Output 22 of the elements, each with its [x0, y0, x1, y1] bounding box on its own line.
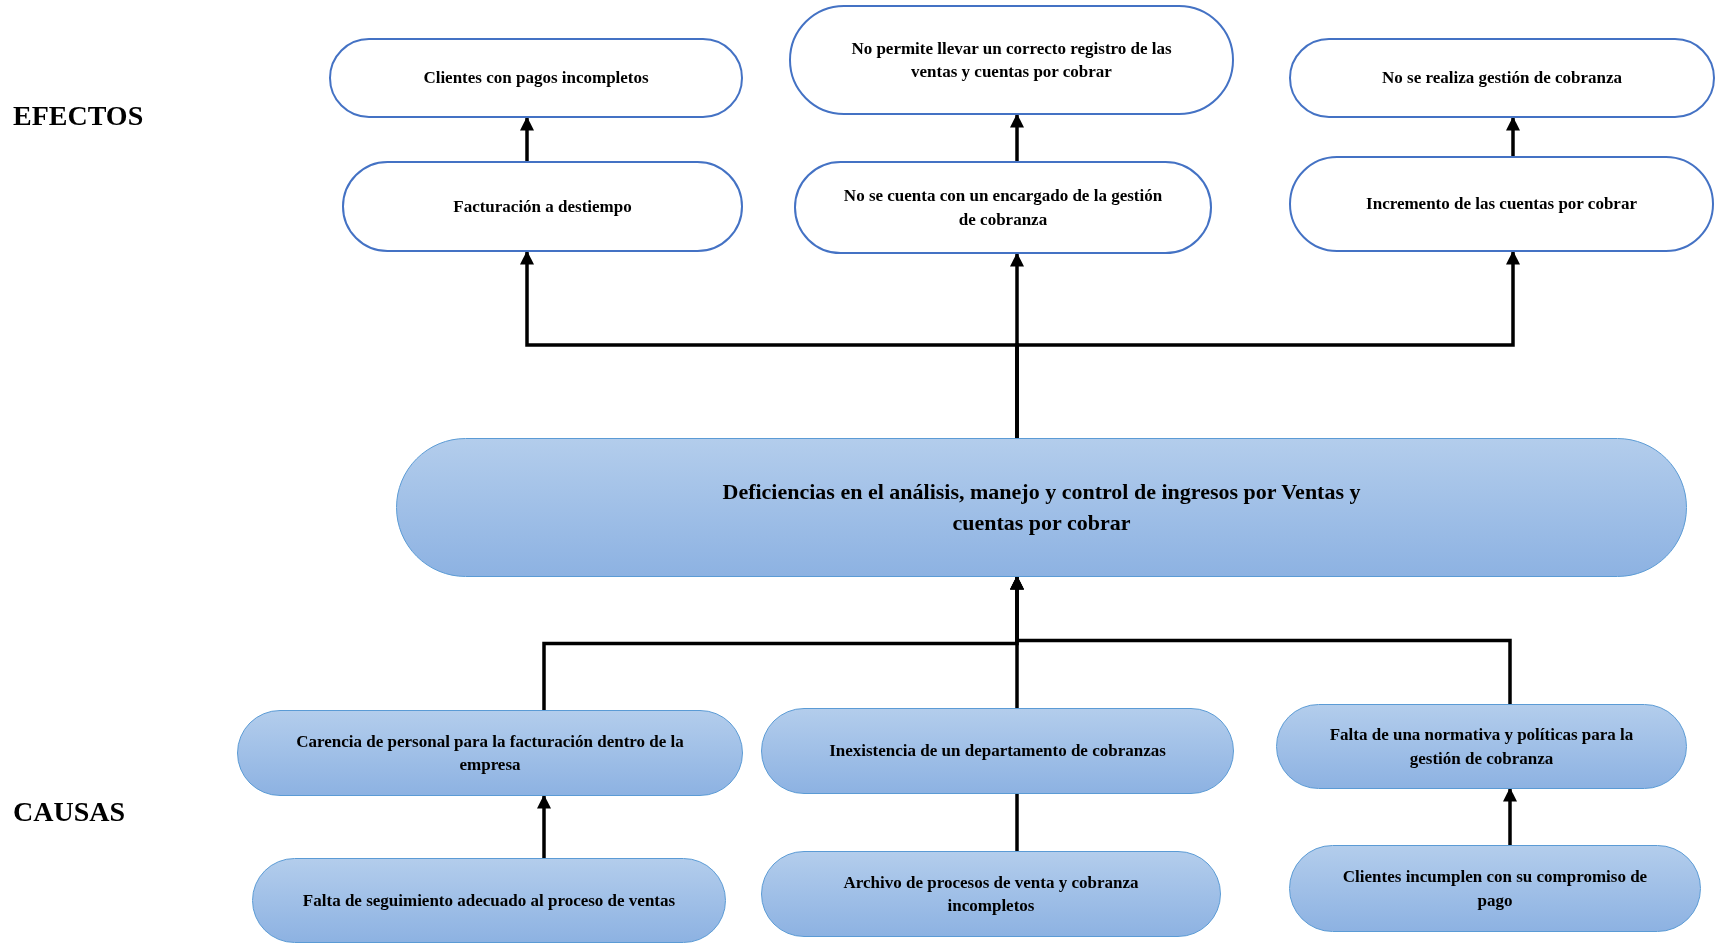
cause-pill: Falta de una normativa y políticas para la gestión de cobranza — [1276, 704, 1687, 789]
effect-pill: No se cuenta con un encargado de la gestión de cobranza — [794, 161, 1212, 254]
connector-line — [1015, 794, 1019, 851]
arrow — [520, 116, 534, 161]
cause-pill: Inexistencia de un departamento de cobranzas — [761, 708, 1234, 794]
cause-pill: Clientes incumplen con su compromiso de pago — [1289, 845, 1701, 932]
effect-pill: Clientes con pagos incompletos — [329, 38, 743, 118]
section-heading: CAUSAS — [13, 795, 126, 829]
section-heading: EFECTOS — [13, 99, 144, 133]
cause-pill: Archivo de procesos de venta y cobranza incompletos — [761, 851, 1221, 937]
arrow — [1010, 113, 1024, 161]
arrow — [537, 794, 551, 858]
cause-pill: Carencia de personal para la facturación dentro de la empresa — [237, 710, 743, 796]
arrow — [1503, 787, 1517, 845]
arrow — [1506, 116, 1520, 156]
effect-pill: Facturación a destiempo — [342, 161, 743, 252]
arrow — [1015, 250, 1520, 438]
cause-pill: Falta de seguimiento adecuado al proceso de ventas — [252, 858, 726, 943]
effect-pill: No permite llevar un correcto registro de las ventas y cuentas por cobrar — [789, 5, 1234, 115]
effect-pill: Incremento de las cuentas por cobrar — [1289, 156, 1714, 252]
effect-pill: No se realiza gestión de cobranza — [1289, 38, 1715, 118]
problem-pill: Deficiencias en el análisis, manejo y control de ingresos por Ventas y cuentas por cobrar — [396, 438, 1687, 577]
